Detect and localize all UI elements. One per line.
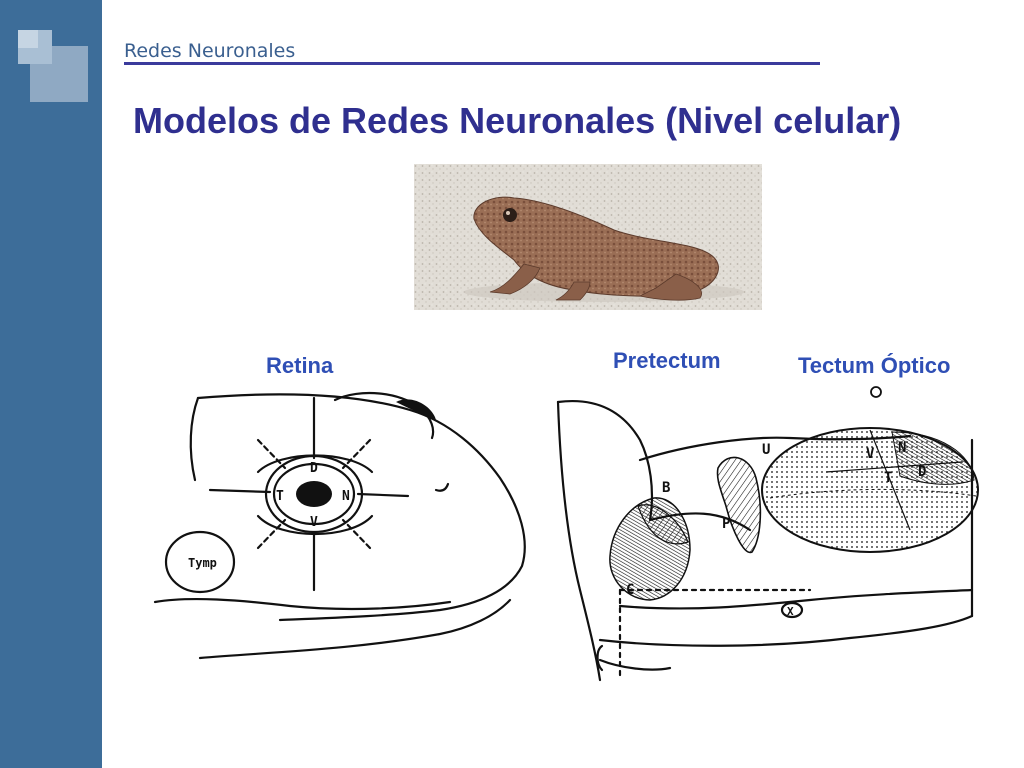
retina-letter-t: T — [276, 489, 284, 504]
sidebar-band — [0, 0, 102, 768]
brain-letter-x: X — [787, 605, 794, 618]
label-pretectum: Pretectum — [613, 348, 721, 373]
slide-title: Modelos de Redes Neuronales (Nivel celul… — [133, 100, 902, 141]
toad-photo — [414, 164, 762, 310]
tectum-letter-t: T — [884, 470, 892, 486]
brain-letter-b: B — [662, 480, 670, 496]
tectum-letter-v: V — [866, 446, 875, 462]
brain-letter-u: U — [762, 442, 770, 458]
retina-letter-d: D — [310, 461, 318, 476]
label-retina: Retina — [266, 353, 334, 378]
retina-letter-v: V — [310, 515, 318, 530]
tymp-label: Tymp — [188, 556, 217, 570]
label-tectum-optico: Tectum Óptico — [798, 353, 951, 378]
brain-letter-p: P — [722, 516, 730, 532]
section-header: Redes Neuronales — [124, 40, 296, 62]
tectum-letter-d: D — [918, 464, 926, 480]
decor-square-light — [18, 30, 38, 48]
retina-letter-n: N — [342, 489, 350, 504]
anatomy-diagram: D T N V Tymp B C P U X V N T D — [153, 386, 979, 682]
tectum-letter-n: N — [898, 440, 906, 456]
brain-letter-c: C — [626, 582, 634, 598]
header-divider — [124, 62, 820, 65]
